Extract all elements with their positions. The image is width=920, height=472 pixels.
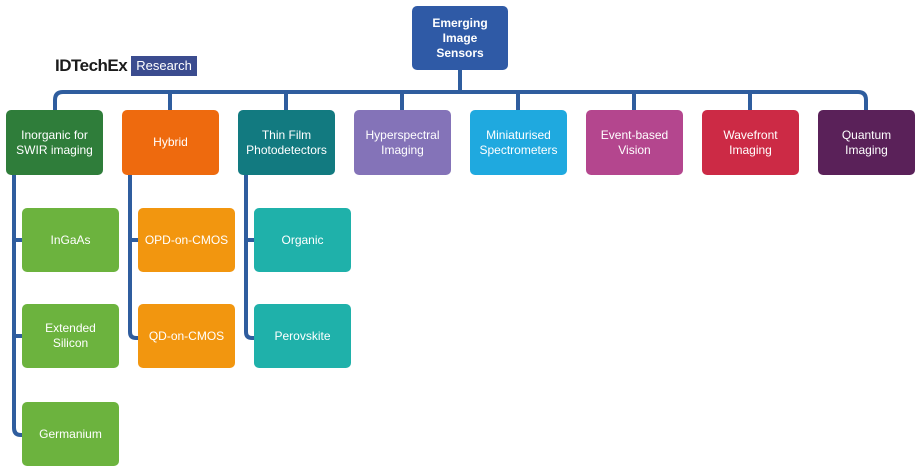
logo-brand-text: IDTechEx	[55, 56, 128, 75]
logo-research-badge: Research	[131, 56, 197, 76]
connector-bus	[53, 90, 868, 112]
node-thin-film-photodetectors: Thin Film Photodetectors	[238, 110, 335, 175]
node-event-based-vision: Event-based Vision	[586, 110, 683, 175]
node-emerging-image-sensors: Emerging Image Sensors	[412, 6, 508, 70]
node-hyperspectral-imaging: Hyperspectral Imaging	[354, 110, 451, 175]
connector-thinfilm-trunk	[244, 173, 256, 340]
node-germanium: Germanium	[22, 402, 119, 466]
node-inorganic-swir: Inorganic for SWIR imaging	[6, 110, 103, 175]
node-quantum-imaging: Quantum Imaging	[818, 110, 915, 175]
connector-hybrid-trunk	[128, 173, 140, 340]
node-miniaturised-spectrometers: Miniaturised Spectrometers	[470, 110, 567, 175]
idtechex-logo: IDTechEx Research	[55, 56, 197, 76]
node-wavefront-imaging: Wavefront Imaging	[702, 110, 799, 175]
node-organic: Organic	[254, 208, 351, 272]
node-opd-on-cmos: OPD-on-CMOS	[138, 208, 235, 272]
connector-inorganic-trunk	[12, 173, 24, 437]
node-hybrid: Hybrid	[122, 110, 219, 175]
node-ingaas: InGaAs	[22, 208, 119, 272]
node-extended-silicon: Extended Silicon	[22, 304, 119, 368]
node-perovskite: Perovskite	[254, 304, 351, 368]
node-qd-on-cmos: QD-on-CMOS	[138, 304, 235, 368]
